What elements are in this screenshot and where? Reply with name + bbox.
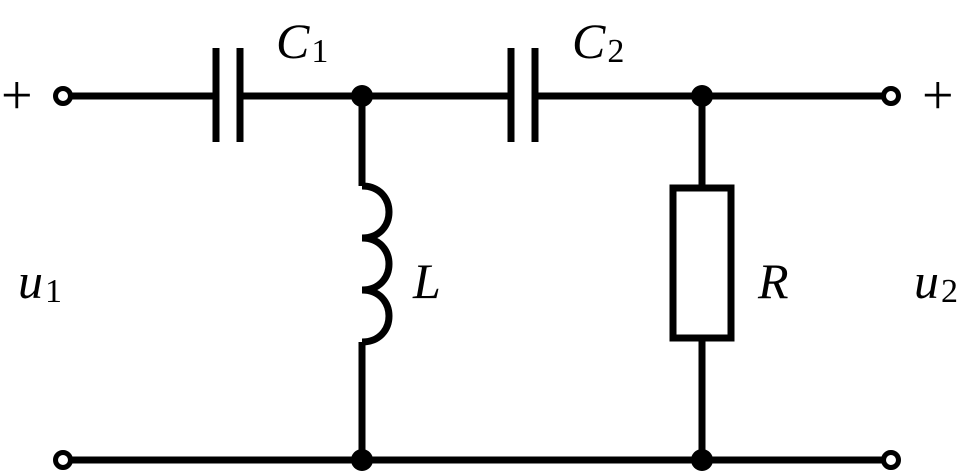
plus-sign-output: +: [922, 65, 954, 127]
terminal-input-top: [53, 86, 73, 106]
label-u2: u2: [914, 253, 958, 310]
resistor-body: [669, 184, 735, 342]
junction-node-bottom-right: [691, 449, 713, 471]
label-u1: u1: [18, 253, 62, 310]
label-u2-main: u: [914, 253, 939, 309]
junction-node-bottom-left: [351, 449, 373, 471]
junction-node-top-right: [691, 85, 713, 107]
label-inductor: L: [412, 253, 441, 309]
label-c2-main: C: [572, 13, 606, 69]
label-c1-main: C: [276, 13, 310, 69]
terminal-output-top: [881, 86, 901, 106]
terminal-input-bottom: [53, 450, 73, 470]
capacitor-c1: [212, 48, 244, 142]
capacitor-c2: [507, 48, 539, 142]
label-u2-subscript: 2: [941, 273, 958, 310]
label-resistor: R: [757, 253, 789, 309]
label-u1-subscript: 1: [45, 273, 62, 310]
resistor-r: [669, 96, 735, 460]
label-c1-subscript: 1: [311, 33, 328, 70]
junction-node-top-left: [351, 85, 373, 107]
plus-sign-input: +: [1, 65, 33, 127]
terminal-output-bottom: [881, 450, 901, 470]
label-u1-main: u: [18, 253, 43, 309]
label-c2: C2: [572, 13, 624, 70]
inductor-l: [358, 96, 393, 460]
label-c2-subscript: 2: [607, 33, 624, 70]
label-c1: C1: [276, 13, 328, 70]
inductor-coil: [361, 182, 393, 346]
